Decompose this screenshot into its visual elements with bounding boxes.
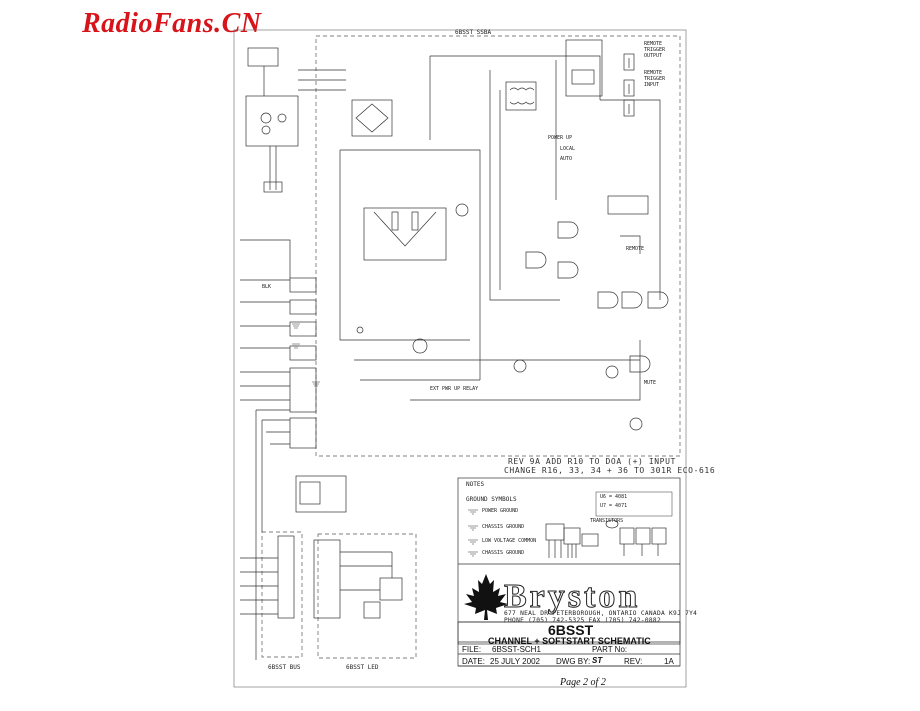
led-label: 6BSST LED — [346, 664, 379, 671]
page-number: Page 2 of 2 — [560, 677, 606, 688]
top-box-label: 6BSST SSBA — [455, 29, 492, 36]
ext-pwr-label: EXT PWR UP RELAY — [430, 386, 479, 392]
revision-line-2: CHANGE R16, 33, 34 + 36 TO 301R ECO-616 — [504, 466, 716, 475]
rev-label: REV: — [624, 657, 643, 666]
company-address: 677 NEAL DR PETERBOROUGH, ONTARIO CANADA… — [504, 610, 698, 617]
low-voltage-common-label: LOW VOLTAGE COMMON — [482, 538, 537, 544]
file-label: FILE: — [462, 645, 482, 654]
rev-value: 1A — [664, 657, 674, 666]
part-label: PART No: — [592, 645, 628, 654]
power-up-label: POWER UP — [548, 135, 573, 141]
file-value: 6BSST-SCH1 — [492, 645, 541, 654]
radiofans-watermark: RadioFans.CN — [82, 8, 262, 39]
bryston-logo: Bryston — [503, 578, 641, 616]
ground-symbols-heading: GROUND SYMBOLS — [466, 496, 517, 503]
blk-label: BLK — [262, 284, 272, 290]
dwg-label: DWG BY: — [556, 657, 591, 666]
power-ground-label: POWER GROUND — [482, 508, 519, 514]
u7-note: U7 = 4071 — [600, 503, 628, 509]
transistors-heading: TRANSISTORS — [590, 518, 624, 524]
remote-label: REMOTE — [626, 246, 645, 252]
dwg-value: ST — [592, 656, 603, 665]
remote-trigger-in-label: REMOTE TRIGGER INPUT — [644, 70, 666, 88]
schematic-title: CHANNEL + SOFTSTART SCHEMATIC — [488, 636, 651, 646]
chassis-ground-label-2: CHASSIS GROUND — [482, 550, 525, 556]
mute-label: MUTE — [644, 380, 657, 386]
company-phone: PHONE (705) 742-5325 FAX (705) 742-0882 — [504, 617, 661, 624]
model-title: 6BSST — [548, 622, 594, 638]
auto-label: AUTO — [560, 156, 573, 162]
maple-leaf-icon — [464, 574, 508, 620]
remote-trigger-out-label: REMOTE TRIGGER OUTPUT — [644, 41, 666, 59]
bus-label: 6BSST BUS — [268, 664, 301, 671]
date-value: 25 JULY 2002 — [490, 657, 540, 666]
chassis-ground-label: CHASSIS GROUND — [482, 524, 525, 530]
revision-line-1: REV 9A ADD R10 TO DOA (+) INPUT — [508, 457, 676, 466]
date-label: DATE: — [462, 657, 485, 666]
u6-note: U6 = 4081 — [600, 494, 628, 500]
notes-heading: NOTES — [466, 481, 485, 488]
local-label: LOCAL — [560, 146, 576, 152]
